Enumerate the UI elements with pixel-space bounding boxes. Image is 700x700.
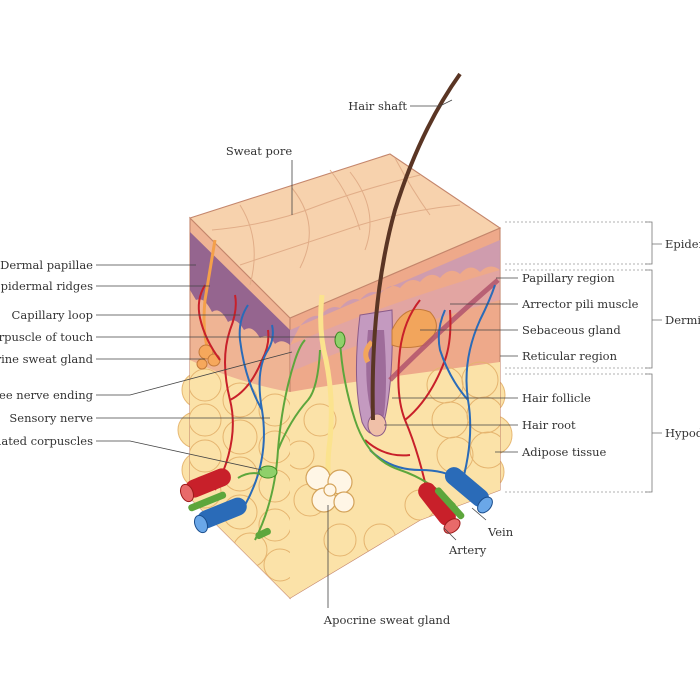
lamellated-corpuscle-shape [258, 465, 278, 479]
label-corpuscle-of-touch: Corpuscle of touch [0, 330, 94, 344]
sweat-duct [318, 294, 334, 481]
label-sebaceous-gland: Sebaceous gland [522, 323, 621, 337]
label-hypodermis: Hypodermis [665, 426, 700, 440]
surface-pattern [211, 157, 461, 286]
hair-shaft-shape [370, 72, 462, 421]
label-reticular-region: Reticular region [522, 349, 618, 363]
label-lamellated-corpuscles: Lamellated corpuscles [0, 434, 93, 448]
label-adipose-tissue: Adipose tissue [521, 445, 607, 459]
label-apocrine-sweat-gland: Apocrine sweat gland [323, 613, 451, 627]
label-papillary-region: Papillary region [522, 271, 615, 285]
right-ridge-band [290, 240, 500, 345]
front-ridge-band [190, 232, 290, 345]
layer-brackets [505, 221, 662, 493]
label-hair-shaft: Hair shaft [348, 99, 407, 113]
label-vein: Vein [487, 525, 514, 539]
label-dermal-papillae: Dermal papillae [0, 258, 93, 272]
label-sensory-nerve: Sensory nerve [9, 411, 93, 425]
labels: Hair shaft Sweat pore Dermal papillae Ep… [0, 99, 700, 627]
label-hair-follicle: Hair follicle [522, 391, 591, 405]
label-eccrine-sweat-gland: Eccrine sweat gland [0, 352, 94, 366]
label-capillary-loop: Capillary loop [12, 308, 93, 322]
touch-corpuscle-shape [334, 331, 346, 349]
vessel-tubes-left [179, 468, 271, 540]
label-dermis: Dermis [665, 313, 700, 327]
leader-lines [96, 99, 518, 608]
top-face [188, 153, 502, 319]
label-sweat-pore: Sweat pore [226, 144, 292, 158]
label-artery: Artery [448, 543, 487, 557]
apocrine-gland-shape [305, 465, 355, 513]
label-arrector-pili-muscle: Arrector pili muscle [521, 297, 639, 311]
label-free-nerve-ending: Free nerve ending [0, 388, 94, 402]
label-epidermis: Epidermis [665, 237, 700, 251]
vessel-tubes-right [418, 467, 493, 534]
label-epidermal-ridges: Epidermal ridges [0, 279, 93, 293]
label-hair-root: Hair root [522, 418, 576, 432]
